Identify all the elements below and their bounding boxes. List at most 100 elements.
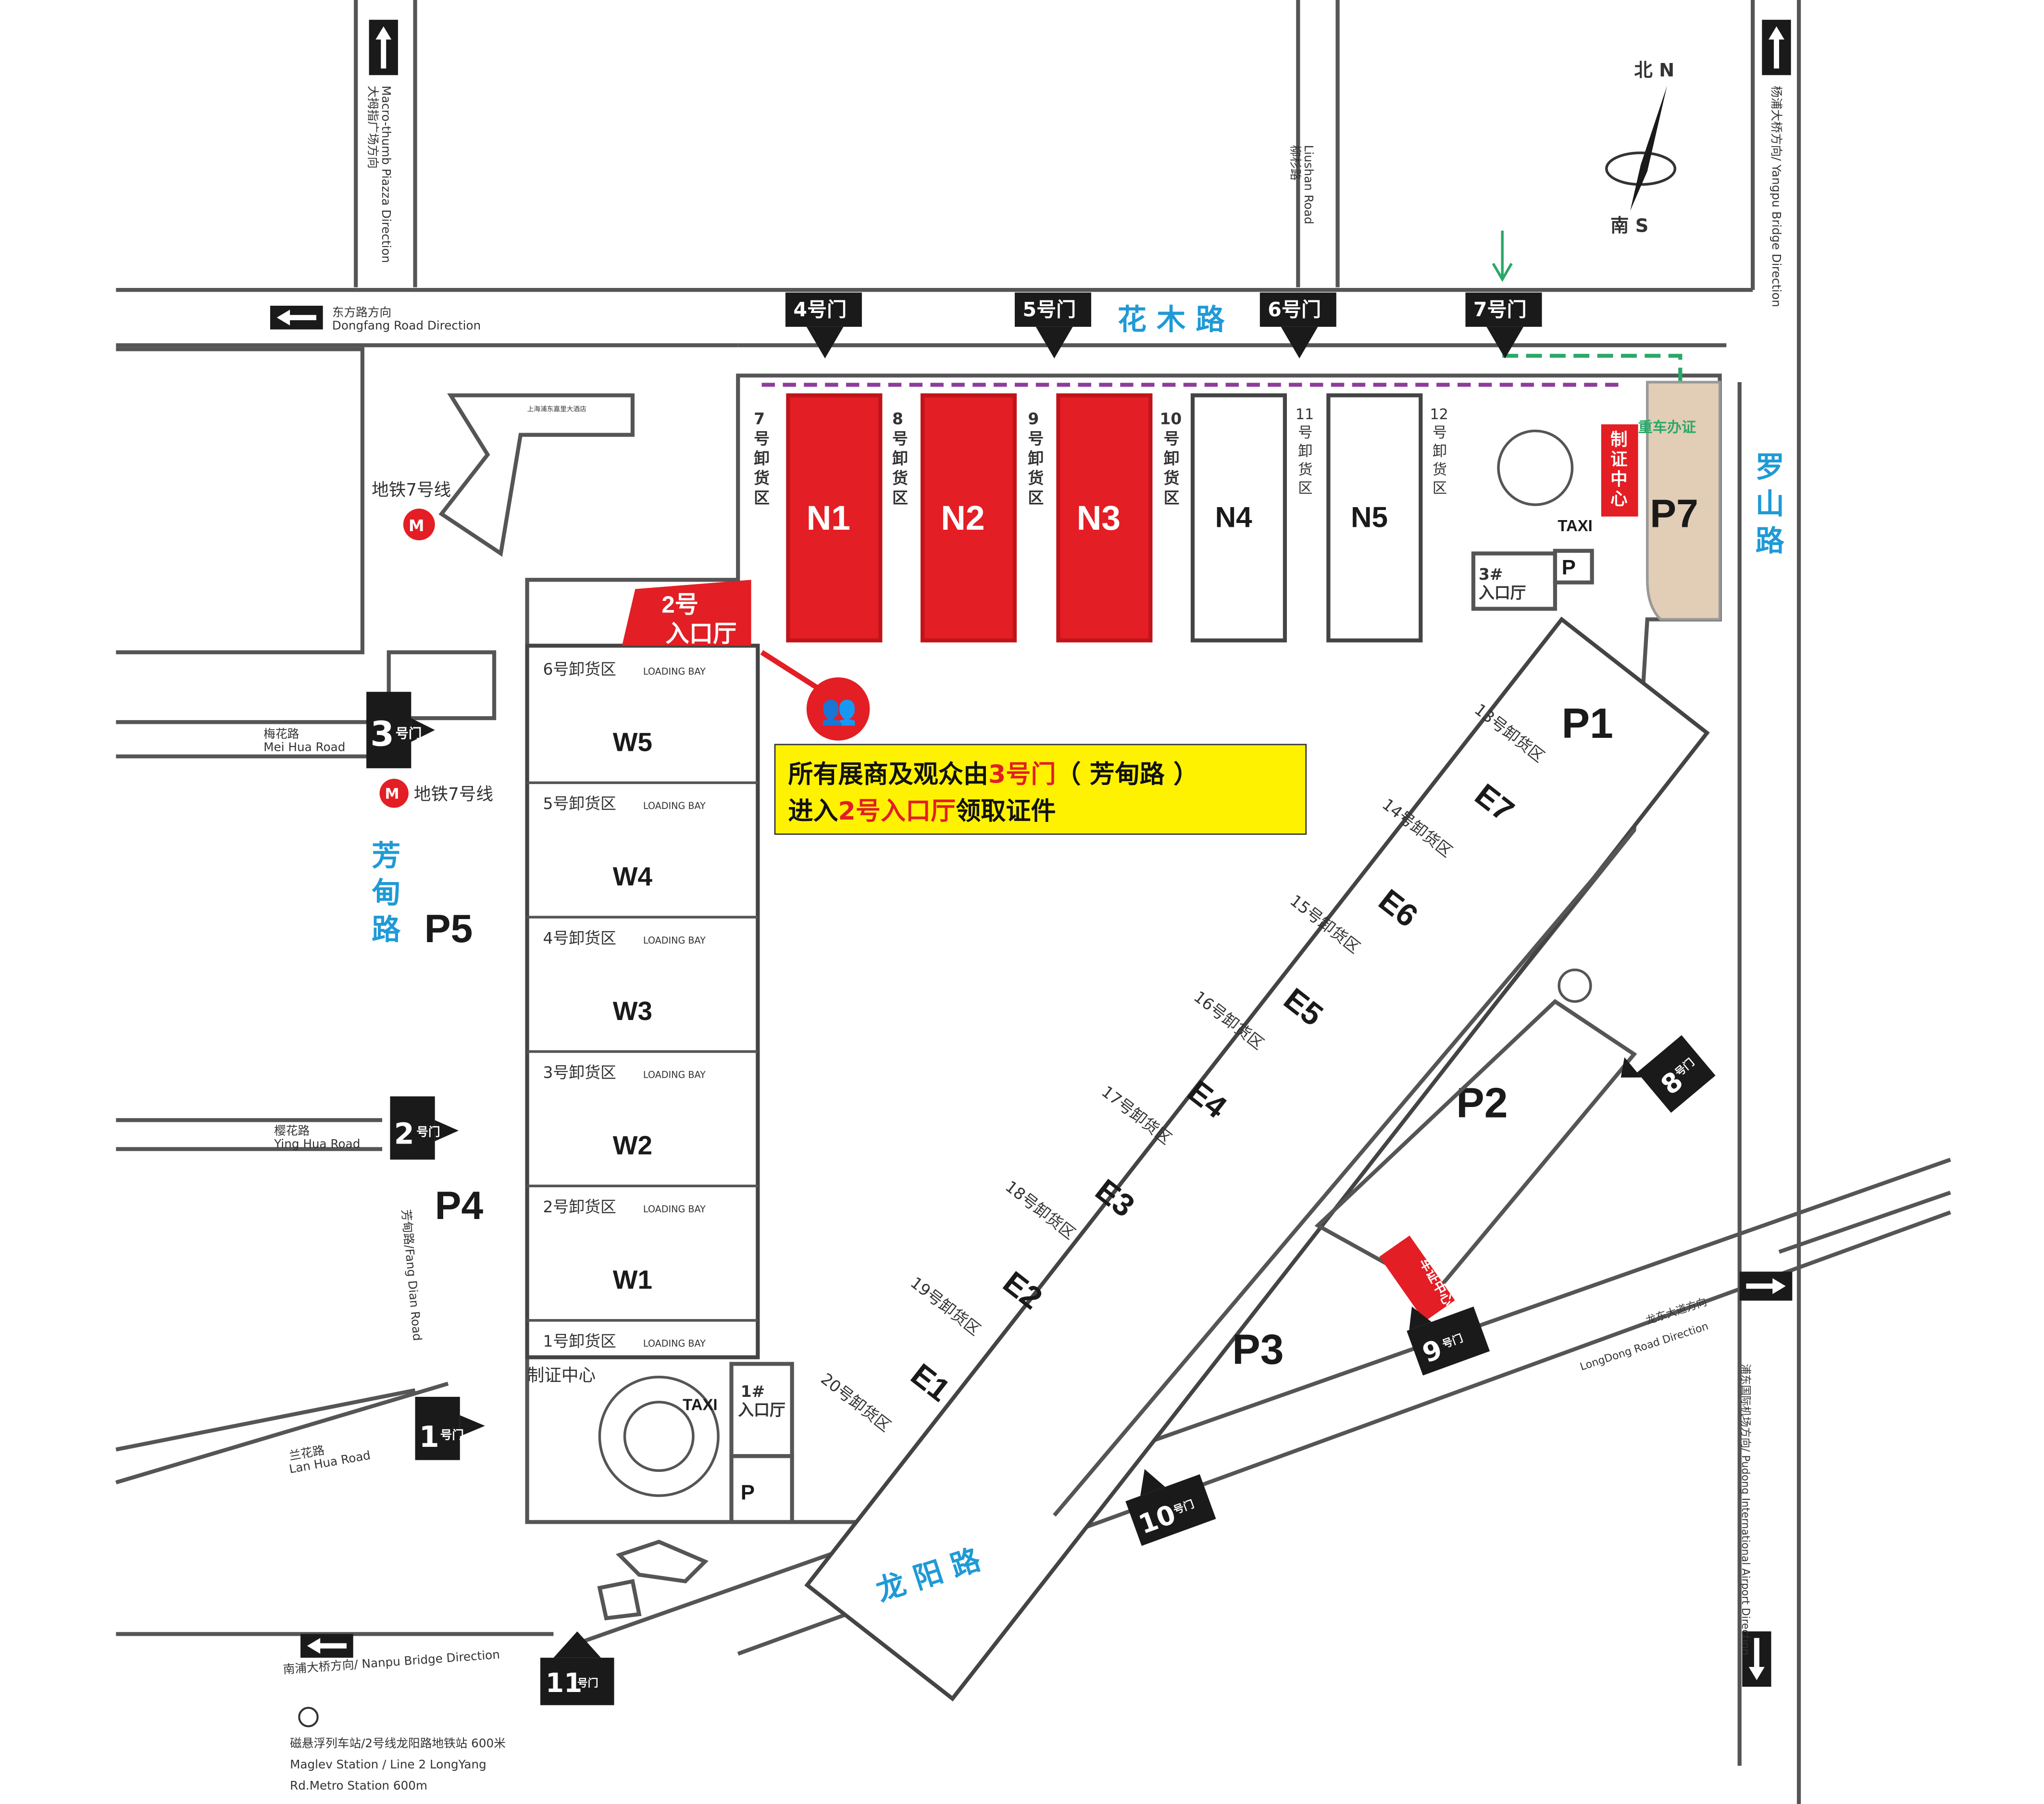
lushan-label: 柳杉路	[1289, 145, 1303, 181]
arrow-icon-north-left	[369, 20, 398, 75]
notice-l1a: 所有展商及观众由	[788, 760, 988, 789]
loading-6: 6号卸货区	[543, 660, 616, 679]
svg-text:4号门: 4号门	[793, 298, 847, 321]
yinghua-en-label: Ying Hua Road	[274, 1137, 360, 1151]
metro-top-icon	[403, 509, 435, 540]
hall-n4-label: N4	[1215, 501, 1253, 534]
p3-label: P3	[1232, 1326, 1284, 1373]
hall-w1-label: W1	[613, 1265, 652, 1294]
notice-l1b: 3号门	[988, 760, 1056, 789]
hall-w2-label: W2	[613, 1130, 652, 1160]
pvip-ne[interactable]	[1553, 548, 1594, 585]
p7-label: P7	[1650, 492, 1698, 536]
gate-8[interactable]: 8 号门	[1612, 1020, 1716, 1123]
svg-text:1: 1	[419, 1420, 439, 1454]
road-fangdian: 芳甸路	[372, 839, 401, 947]
compass-icon: 北 N 南 S	[1605, 60, 1677, 236]
road-huamu: 花 木 路	[1118, 303, 1225, 336]
hall-n3-label: N3	[1077, 499, 1121, 537]
svg-text:2: 2	[394, 1118, 414, 1151]
gate-11[interactable]: 11 号门	[540, 1631, 614, 1705]
fangdian-en-label: 芳甸路/Fang Dian Road	[399, 1209, 424, 1342]
bay-w1: LOADING BAY	[643, 1338, 706, 1349]
gate-10[interactable]: 10 号门	[1117, 1452, 1216, 1546]
car-cert-center[interactable]	[1379, 1235, 1455, 1322]
hotel-block: 上海浦东嘉里大酒店	[438, 393, 635, 557]
svg-text:11: 11	[546, 1667, 582, 1698]
green-arrow-icon	[1492, 230, 1513, 282]
hall-n1-label: N1	[807, 499, 850, 537]
loading-1: 1号卸货区	[543, 1332, 616, 1351]
compass-south: 南 S	[1610, 215, 1648, 236]
loading-4: 4号卸货区	[543, 929, 616, 947]
svg-text:号门: 号门	[395, 726, 422, 741]
p1-label: P1	[1562, 700, 1613, 747]
small-building	[597, 1540, 709, 1620]
entrance-1-label: 1#入口厅	[738, 1382, 785, 1419]
meihua-label: 梅花路	[263, 727, 299, 741]
maglev-icon	[298, 1706, 319, 1728]
bay-w5: LOADING BAY	[643, 800, 706, 811]
hall-n3[interactable]	[1056, 393, 1153, 643]
gate-1[interactable]: 1 号门	[415, 1396, 485, 1460]
notice-l2b: 2号入口厅	[838, 797, 956, 826]
hall-n2[interactable]	[920, 393, 1017, 643]
svg-text:所有展商及观众由3号门（ 芳甸路 ）: 所有展商及观众由3号门（ 芳甸路 ）	[788, 760, 1198, 789]
notice-l1c: （ 芳甸路 ）	[1056, 760, 1198, 789]
svg-text:3: 3	[370, 714, 394, 754]
hall-n4[interactable]	[1190, 393, 1287, 643]
people-icon: 👥	[821, 693, 857, 727]
svg-text:6号门: 6号门	[1268, 298, 1321, 321]
gate-9[interactable]: 9 号门	[1399, 1287, 1490, 1376]
pizza-en-label: Macro-thumb Piazza Direction	[379, 86, 393, 263]
taxi-ne: TAXI	[1558, 517, 1592, 535]
entrance-1[interactable]	[729, 1362, 794, 1458]
arrow-icon-west-bottom	[300, 1634, 353, 1658]
gate-5[interactable]: 5号门	[1014, 292, 1091, 359]
yinghua-label: 樱花路	[274, 1123, 310, 1137]
entrance-3-label: 3#入口厅	[1479, 565, 1526, 602]
metro-mid-m-icon: M	[385, 785, 399, 802]
cert-center-ne[interactable]	[1601, 424, 1638, 517]
svg-text:号门: 号门	[577, 1677, 598, 1690]
road-network	[115, 0, 1951, 1804]
maglev-en2: Rd.Metro Station 600m	[290, 1779, 427, 1792]
hall-n5[interactable]	[1326, 393, 1423, 643]
gate-4[interactable]: 4号门	[785, 292, 862, 359]
truck-office-label: 重车办证	[1638, 419, 1696, 436]
lushan-en-label: Liushan Road	[1302, 145, 1316, 224]
pizza-label: 大拇指广场方向	[366, 86, 380, 169]
yangpu-label: 杨浦大桥方向/ Yangpu Bridge Direction	[1770, 86, 1783, 307]
gate-3[interactable]: 3 号门	[366, 692, 435, 769]
notice-l2a: 进入	[788, 797, 838, 826]
roundabout-ne	[1497, 429, 1574, 506]
longdong-en-label: LongDong Road Direction	[1579, 1320, 1710, 1373]
arrow-icon-south	[1742, 1631, 1771, 1687]
p6-area[interactable]	[386, 650, 497, 721]
p7-area	[1646, 381, 1721, 621]
entrance-2[interactable]	[622, 580, 751, 646]
maglev-cn: 磁悬浮列车站/2号线龙阳路地铁站 600米	[290, 1736, 506, 1750]
west-halls: W5 W4 W3 W2 W1 6号卸货区 5号卸货区 4号卸货区 3号卸货区 2…	[525, 644, 760, 1359]
hall-w3-label: W3	[613, 996, 652, 1026]
metro-mid-label: 地铁7号线	[414, 784, 493, 804]
metro-top-m-icon: M	[409, 516, 424, 535]
svg-text:5号门: 5号门	[1022, 298, 1076, 321]
arrow-icon-north-right	[1762, 20, 1791, 75]
notice-box: 所有展商及观众由3号门（ 芳甸路 ） 进入2号入口厅领取证件	[774, 744, 1307, 835]
p5-label: P5	[424, 907, 473, 951]
arrow-icon-east	[1739, 1271, 1793, 1301]
gate-6[interactable]: 6号门	[1259, 292, 1336, 359]
bay-w2: LOADING BAY	[643, 1204, 706, 1215]
hall-w4-label: W4	[613, 861, 653, 891]
gate-2[interactable]: 2 号门	[390, 1096, 459, 1160]
loading-3: 3号卸货区	[543, 1063, 616, 1082]
dongfang-en-label: Dongfang Road Direction	[332, 318, 481, 332]
hall-n1[interactable]	[786, 393, 883, 643]
pvip-sw[interactable]	[729, 1454, 794, 1524]
gate-7[interactable]: 7号门	[1465, 292, 1542, 359]
